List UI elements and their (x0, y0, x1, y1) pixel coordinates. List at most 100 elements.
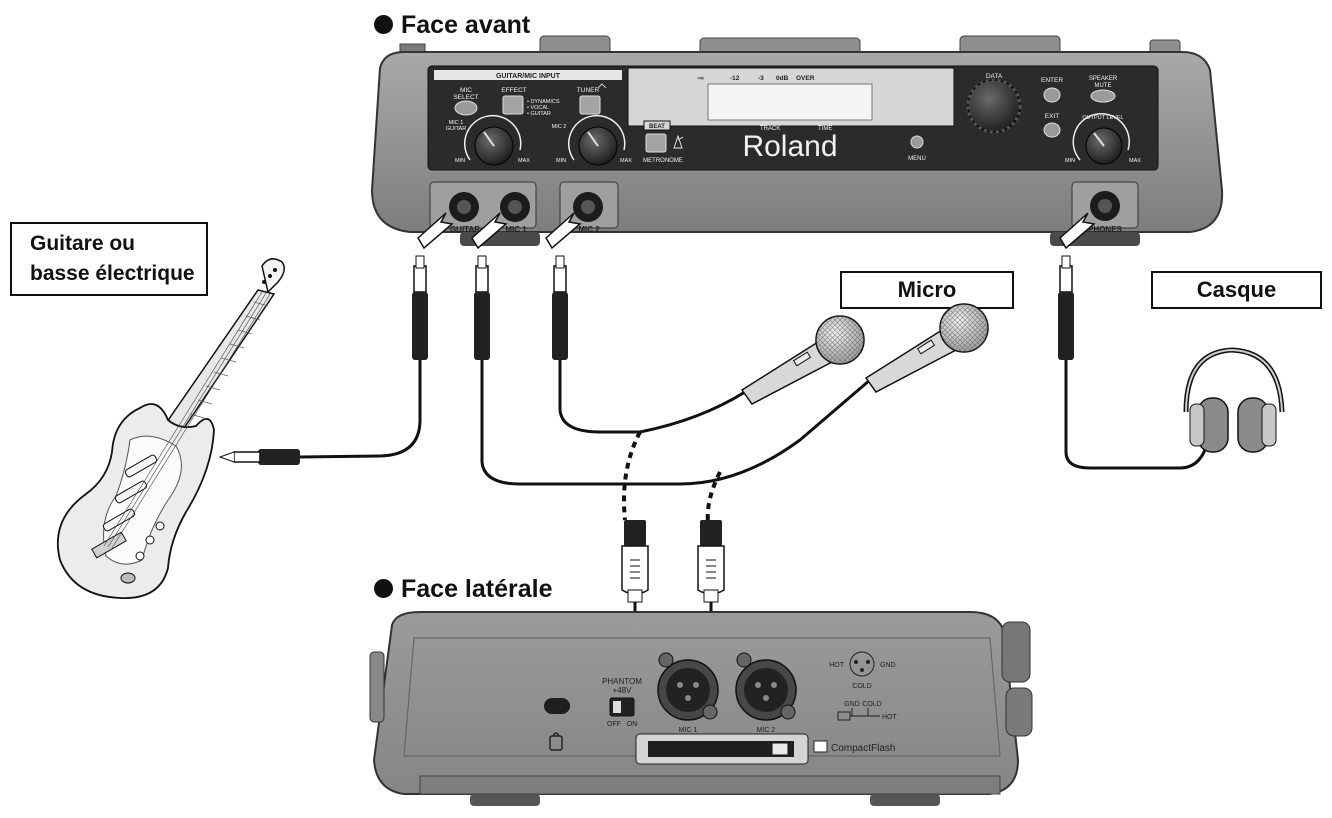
menu-label: MENU (908, 156, 926, 162)
exit-button[interactable] (1043, 122, 1061, 138)
mic-select-label-1: MIC (460, 87, 472, 94)
microphone-right-icon (864, 303, 989, 393)
plug-guitar-end (218, 449, 300, 465)
section-title: GUITAR/MIC INPUT (496, 73, 561, 80)
jack-guitar-label: GUITAR (450, 225, 480, 234)
speaker-mute-button[interactable] (1090, 89, 1116, 103)
jack-mic1[interactable] (500, 192, 530, 222)
compactflash-eject-button[interactable] (771, 742, 789, 756)
compactflash-slot[interactable] (648, 741, 794, 757)
cables (299, 360, 1212, 486)
xlr-mic2-label: MIC 2 (757, 727, 776, 734)
callout-guitar: Guitare ou basse électrique (10, 222, 208, 296)
bullet-icon (374, 579, 393, 598)
pin-gnd-label: GND (880, 662, 896, 669)
mic-select-label-2: SELECT (453, 94, 478, 101)
knob-mic2-min: MIN (556, 158, 566, 164)
jack-mic2[interactable] (573, 192, 603, 222)
output-level-label: OUTPUT LEVEL (1082, 115, 1123, 121)
jack-mic1-label: MIC 1 (505, 225, 527, 234)
pin-cold-label: COLD (852, 683, 871, 690)
plug-mic1-jack (474, 255, 490, 360)
metronome-button[interactable] (645, 133, 667, 153)
menu-button[interactable] (910, 135, 924, 149)
callout-headphones-text: Casque (1196, 277, 1277, 302)
time-label: TIME (818, 126, 832, 132)
phantom-off-label: OFF (607, 721, 621, 728)
bullet-icon (374, 15, 393, 34)
effect-button[interactable] (502, 95, 524, 115)
mic-select-button[interactable] (454, 100, 478, 116)
tuner-label: TUNER (577, 87, 600, 94)
phantom-switch-knob (613, 701, 621, 713)
xlr-mic1-label: MIC 1 (679, 727, 698, 734)
trs-cold-label: COLD (862, 701, 881, 708)
speaker-mute-label-1: SPEAKER (1089, 76, 1118, 82)
xlr-cables-dotted (622, 431, 722, 523)
plug-mic2-jack (552, 255, 568, 360)
tuner-button[interactable] (579, 95, 601, 115)
xlr-plug-mic1 (621, 520, 649, 603)
meter-scale-inf: -∞ (697, 75, 704, 82)
data-label: DATA (986, 73, 1003, 80)
electric-guitar-icon (56, 258, 285, 599)
phantom-on-label: ON (627, 721, 638, 728)
jack-mic2-label: MIC 2 (578, 225, 600, 234)
knob-mic2-label: MIC 2 (552, 124, 567, 130)
xlr-pinout-icon (849, 651, 875, 677)
plug-guitar-jack (412, 255, 428, 360)
jack-phones-label: PHONES (1088, 225, 1122, 234)
enter-label: ENTER (1041, 77, 1063, 84)
effect-option-dynamics: • DYNAMICS (527, 99, 560, 105)
meter-scale-12: -12 (730, 75, 740, 82)
output-max: MAX (1129, 158, 1141, 164)
compactflash-label: CompactFlash (831, 743, 895, 754)
trs-plug-icon (837, 708, 880, 721)
effect-option-guitar: • GUITAR (527, 111, 551, 117)
front-device: GUITAR/MIC INPUT MIC SELECT EFFECT • DYN… (370, 35, 1224, 246)
lock-icon (549, 735, 563, 751)
callout-guitar-line1: Guitare ou (30, 232, 136, 255)
microphone-left-icon (740, 315, 865, 405)
tuning-fork-icon (597, 83, 607, 89)
lcd-screen (707, 83, 873, 121)
callout-headphones: Casque (1151, 271, 1322, 309)
trs-gnd-label: GND (844, 701, 860, 708)
compactflash-logo-icon (813, 740, 828, 753)
knob-mic1-label-2: GUITAR (446, 126, 466, 132)
xlr-input-mic2[interactable] (735, 652, 797, 721)
headphones-icon (1183, 347, 1285, 453)
phantom-label-2: +48V (613, 686, 633, 695)
knob-mic1-min: MIN (455, 158, 465, 164)
jack-phones[interactable] (1090, 191, 1120, 221)
exit-label: EXIT (1045, 113, 1059, 120)
heading-front-text: Face avant (401, 11, 531, 39)
knob-mic2-max: MAX (620, 158, 632, 164)
knob-mic1-label-1: MIC 1 (449, 120, 464, 126)
heading-side-panel: Face latérale (374, 575, 553, 604)
xlr-input-mic1[interactable] (657, 652, 719, 721)
meter-scale-over: OVER (796, 75, 815, 82)
beat-label: BEAT (649, 124, 665, 130)
heading-side-text: Face latérale (401, 575, 553, 603)
trs-hot-label: HOT (882, 714, 898, 721)
metronome-label: METRONOME (643, 158, 683, 164)
xlr-plug-mic2 (697, 520, 725, 603)
callout-guitar-line2: basse électrique (30, 262, 195, 285)
meter-scale-3: -3 (758, 75, 764, 82)
brand-logo: Roland (742, 130, 837, 163)
plug-phones-jack (1058, 255, 1074, 360)
track-label: TRACK (760, 126, 780, 132)
callout-mic: Micro (840, 271, 1014, 309)
side-device: PHANTOM +48V OFF ON MIC 1 MIC 2 HOT GND (369, 611, 1033, 806)
effect-label: EFFECT (501, 87, 526, 94)
security-slot (544, 698, 570, 714)
callout-mic-text: Micro (897, 277, 957, 302)
jack-guitar[interactable] (449, 192, 479, 222)
output-min: MIN (1065, 158, 1075, 164)
enter-button[interactable] (1043, 87, 1061, 103)
speaker-mute-label-2: MUTE (1095, 83, 1112, 89)
knob-mic1-max: MAX (518, 158, 530, 164)
pin-hot-label: HOT (829, 662, 845, 669)
